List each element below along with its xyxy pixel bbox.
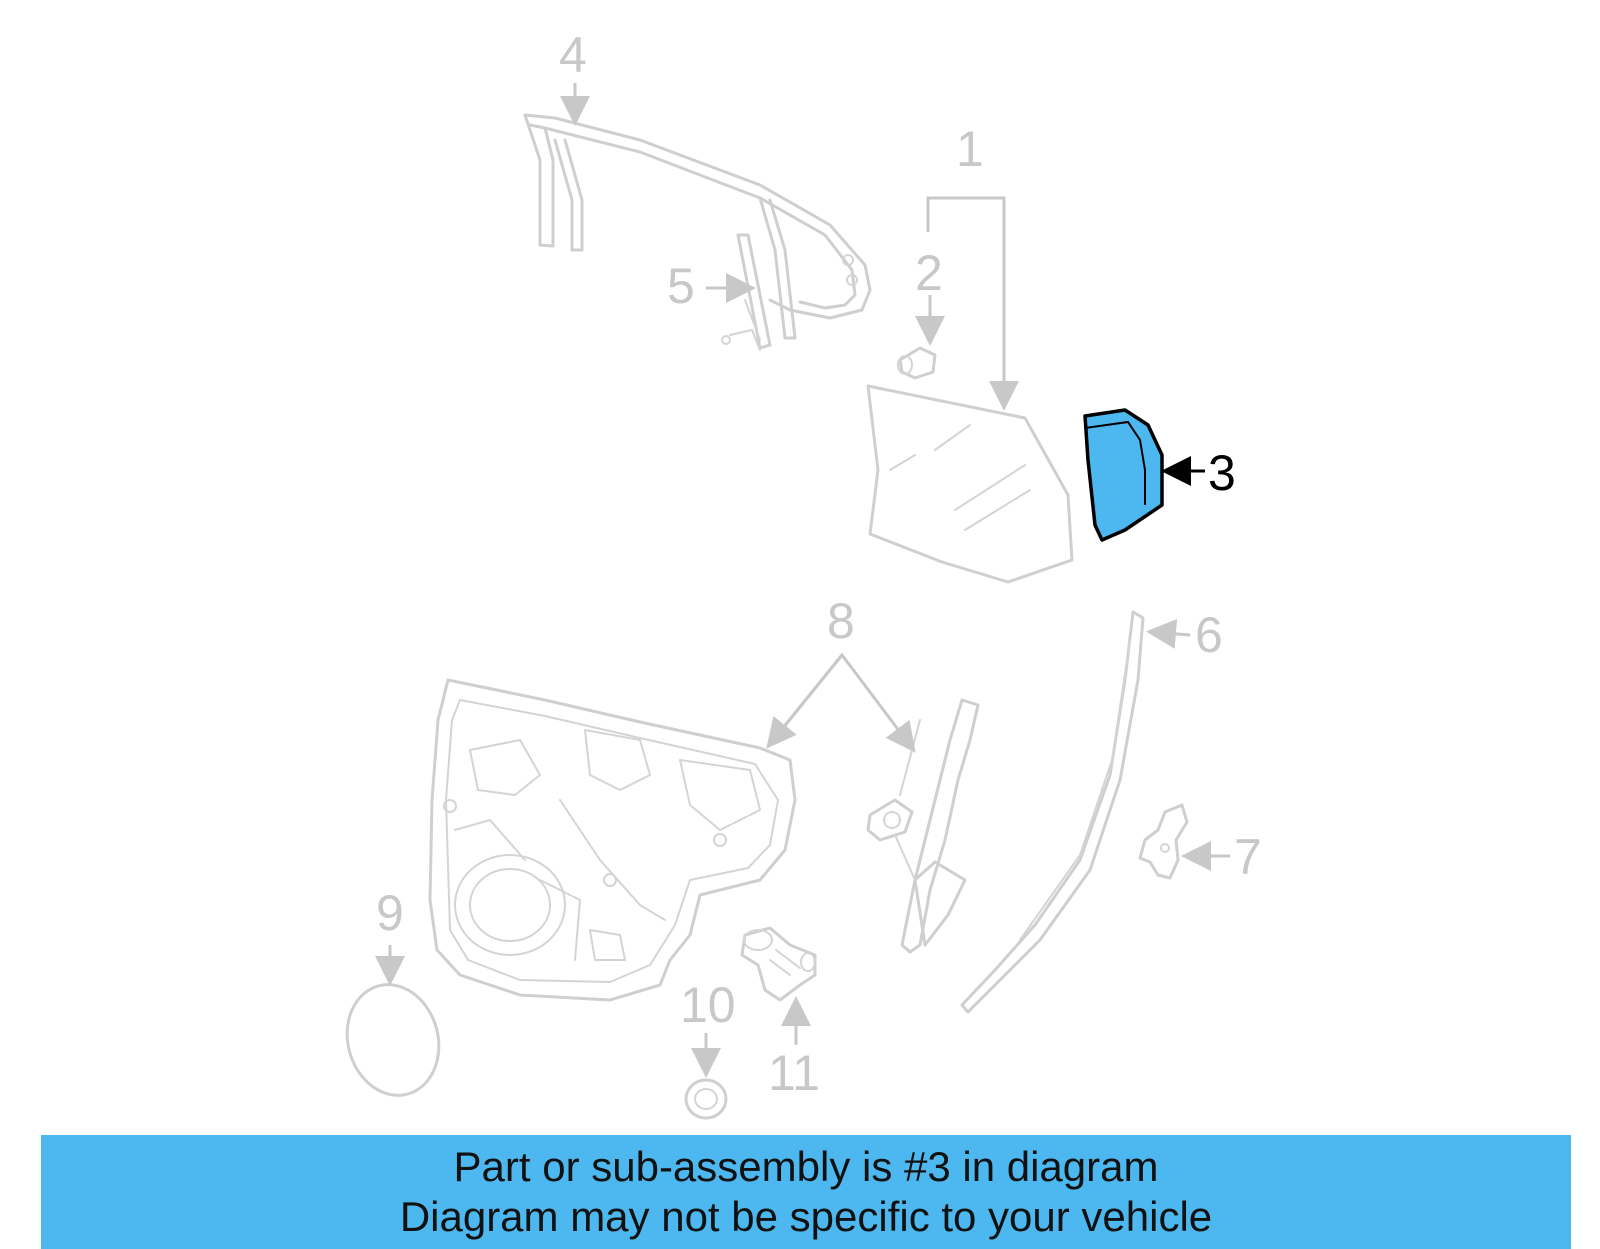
leader-lines <box>375 83 1230 1078</box>
part-8-door-module-panel <box>428 678 797 1002</box>
callout-8: 8 <box>827 593 855 649</box>
part-9-ring <box>345 983 441 1097</box>
info-banner: Part or sub-assembly is #3 in diagram Di… <box>41 1135 1571 1249</box>
banner-line-1: Part or sub-assembly is #3 in diagram <box>453 1143 1159 1190</box>
part-4-window-frame <box>523 113 872 340</box>
callout-4: 4 <box>559 27 587 83</box>
callout-labels: 1 2 3 4 5 6 7 8 9 10 11 <box>376 27 1262 1101</box>
callout-5: 5 <box>667 258 695 314</box>
banner-line-2: Diagram may not be specific to your vehi… <box>399 1193 1213 1240</box>
callout-11: 11 <box>768 1045 820 1101</box>
callout-1: 1 <box>956 121 984 177</box>
callout-6: 6 <box>1195 607 1223 663</box>
callout-9: 9 <box>376 885 404 941</box>
callout-10: 10 <box>680 977 736 1033</box>
part-2-clip <box>897 346 937 380</box>
part-6-run-channel <box>960 610 1145 1014</box>
part-8-window-regulator <box>866 698 980 954</box>
part-3-highlighted <box>1083 408 1164 542</box>
part-10-grommet <box>684 1078 728 1120</box>
part-5-glass-channel <box>721 233 772 351</box>
part-1-door-glass <box>866 384 1074 584</box>
callout-3: 3 <box>1208 445 1236 501</box>
callout-2: 2 <box>915 245 943 301</box>
callout-7: 7 <box>1234 829 1262 885</box>
part-7-bracket <box>1138 803 1189 880</box>
part-11-motor <box>740 926 817 1002</box>
